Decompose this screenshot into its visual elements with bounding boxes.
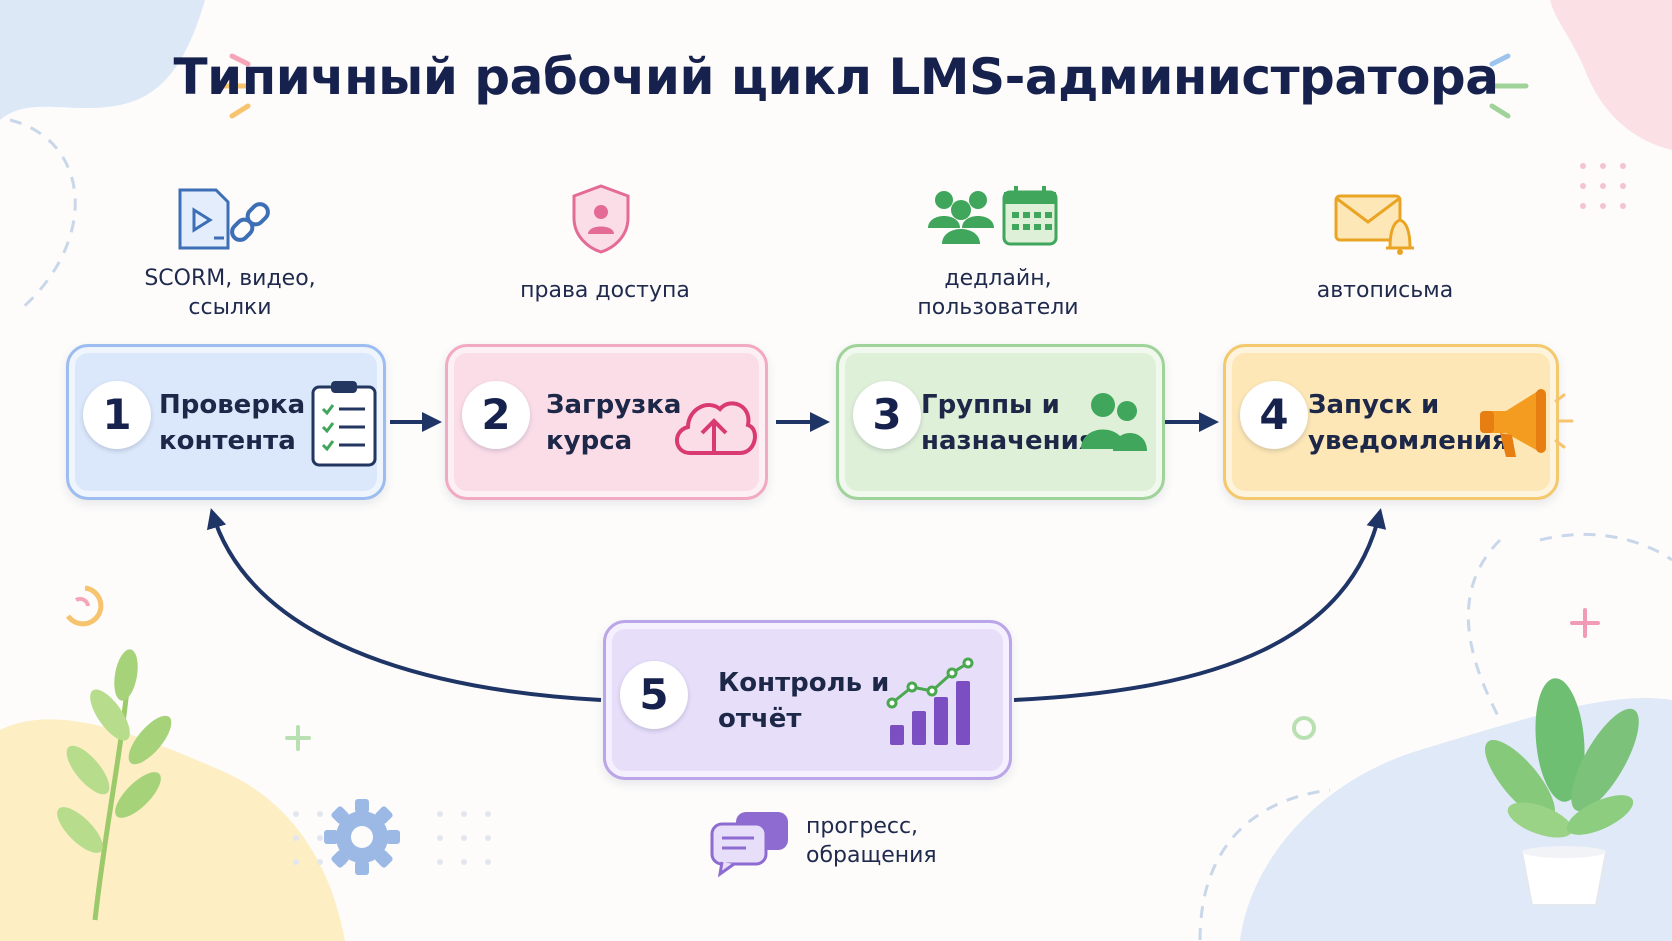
caption-step-2: права доступа [520,278,690,303]
step-2-label: Загрузка курса [546,390,682,456]
sparkle-right-icon [1489,53,1529,119]
plant-left-icon [57,649,172,921]
gear-icon [324,799,400,875]
blob-top-right [1550,0,1672,150]
sparkle-left-icon [213,53,253,119]
cloud-upload-icon [675,401,757,455]
step-3-card: 3 Группы и назначения [836,344,1165,500]
step-5-card: 5 Контроль и отчёт [603,620,1012,780]
shield-user-icon [572,184,630,254]
step-3-number: 3 [853,381,921,449]
bar-chart-growth-icon [886,657,974,745]
caption-step-1: SCORM, видео, ссылки [144,266,316,320]
chat-bubbles-icon [710,812,788,878]
step-1-label: Проверка контента [159,390,306,456]
blob-top-left [0,0,205,120]
arrow-5-to-4 [1013,508,1387,702]
clipboard-checklist-icon [311,381,377,467]
mail-bell-icon [1334,194,1414,255]
video-link-icon [178,188,270,250]
step-5-number: 5 [620,661,688,729]
users-group-icon [1081,393,1147,451]
caption-step-3: дедлайн, пользователи [917,266,1079,320]
megaphone-icon [1480,389,1574,457]
step-4-card: 4 Запуск и уведомления [1223,344,1574,500]
step-5-label: Контроль и отчёт [718,668,890,734]
step-4-label: Запуск и уведомления [1308,390,1509,456]
arrow-5-to-1 [206,508,602,702]
plus-decor [285,608,1600,751]
step-3-label: Группы и назначения [921,390,1096,456]
page-title: Типичный рабочий цикл LMS-администратора [173,48,1499,106]
dot-grid-bottom-left [293,811,491,865]
dot-grid-top-right [1580,163,1626,209]
caption-step-4: автописьма [1316,278,1454,303]
step-4-number: 4 [1240,381,1308,449]
step-2-number: 2 [462,381,530,449]
step-2-card: 2 Загрузка курса [445,344,768,500]
step-1-card: 1 Проверка контента [66,344,386,500]
step-1-number: 1 [83,381,151,449]
potted-plant-icon [1485,678,1639,906]
users-calendar-icon [928,186,1058,246]
caption-step-5: прогресс, обращения [806,814,937,868]
